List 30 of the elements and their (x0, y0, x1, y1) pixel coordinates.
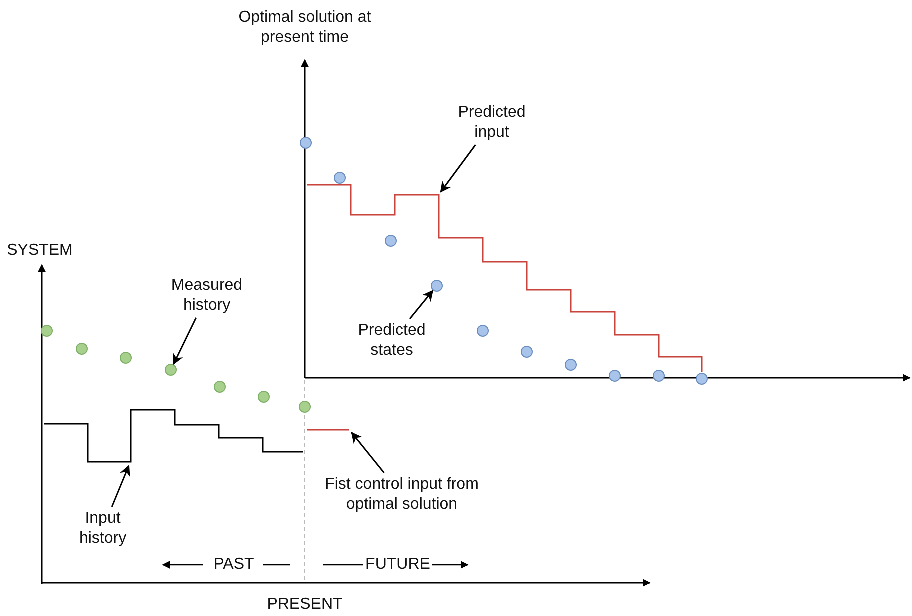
measured-dot (299, 401, 311, 413)
input-history-line (44, 409, 303, 463)
axis-label: PRESENT (266, 595, 344, 615)
axis-label: FUTURE (364, 555, 432, 575)
leader-arrow (111, 464, 130, 508)
measured-dot (165, 364, 177, 376)
callout-text: Input history (70, 509, 136, 549)
callout-text: Measured history (165, 276, 249, 316)
predicted-state-dot (609, 370, 621, 382)
callout-text: Predicted input (452, 103, 532, 143)
axis-title: Optimal solution at present time (238, 8, 372, 48)
measured-dot (258, 391, 270, 403)
callout-text: Fist control input from optimal solution (312, 475, 492, 515)
predicted-input-line (307, 184, 703, 372)
measured-dot (41, 325, 53, 337)
axis-label: PAST (212, 555, 256, 575)
measured-dot (120, 352, 132, 364)
first-input-line (307, 429, 349, 431)
axis-title: SYSTEM (6, 241, 74, 261)
leader-arrow (351, 432, 385, 474)
leader-arrow (173, 318, 197, 366)
predicted-state-dot (300, 137, 312, 149)
measured-dot (214, 381, 226, 393)
measured-dot (76, 343, 88, 355)
callout-text: Predicted states (350, 321, 434, 361)
leader-arrow (409, 290, 434, 320)
predicted-state-dot (696, 373, 708, 385)
leader-arrow (440, 144, 476, 193)
predicted-state-dot (653, 370, 665, 382)
predicted-state-dot (334, 172, 346, 184)
